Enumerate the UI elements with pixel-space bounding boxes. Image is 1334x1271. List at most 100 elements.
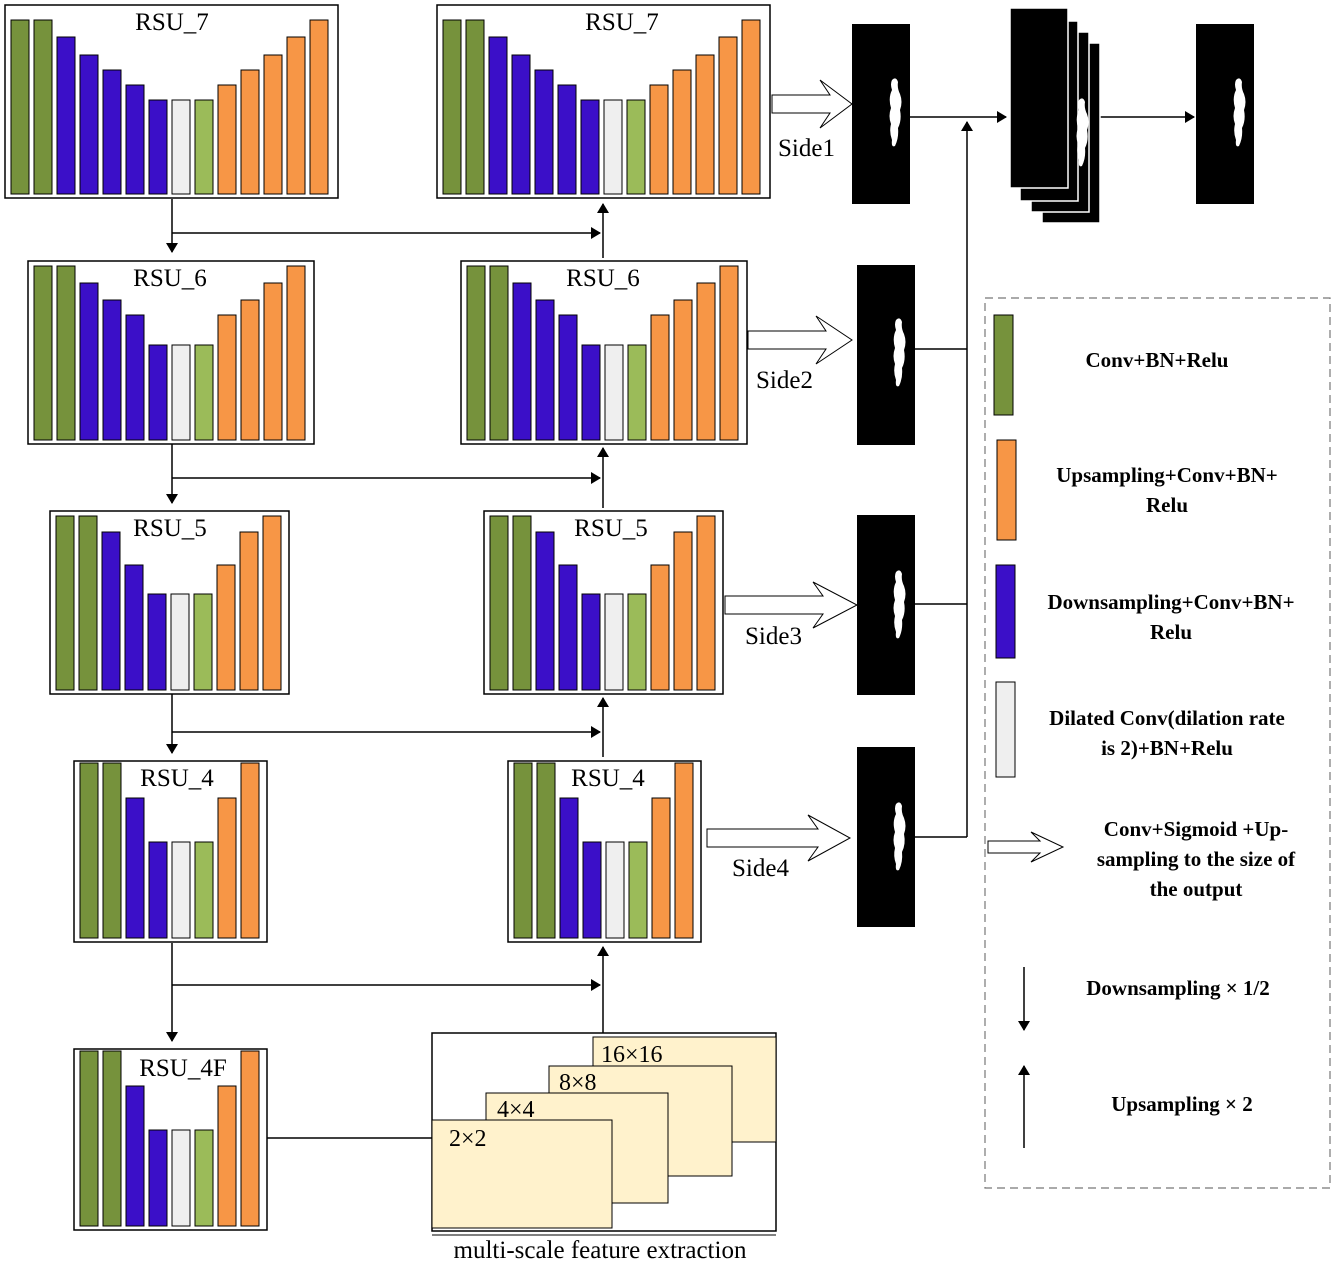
encoder-rsu6-label: RSU_6 — [133, 265, 207, 292]
encoder-rsu4-layer-1 — [79, 762, 99, 939]
decoder-rsu6-layer-2 — [489, 265, 509, 441]
fused-map-stack — [1009, 7, 1101, 224]
decoder-rsu7-layer-7 — [580, 99, 600, 195]
decoder-rsu5-layer-1 — [489, 515, 509, 691]
decoder-rsu6-layer-4 — [535, 299, 555, 441]
legend-conv-text: Conv+BN+Relu — [1086, 348, 1229, 372]
rsu-labels: RSU_7 RSU_7 RSU_6 RSU_6 RSU_5 RSU_5 RSU_… — [133, 9, 659, 1082]
encoder-rsu7-block — [4, 4, 339, 199]
encoder-rsu5-layer-10 — [262, 515, 282, 691]
legend-up-text-2: Relu — [1146, 493, 1188, 517]
decoder-rsu5-layer-3 — [535, 531, 555, 691]
encoder-rsu6-layer-10 — [240, 299, 260, 441]
decoder-rsu5-label: RSU_5 — [574, 515, 648, 542]
decoder-rsu6-layer-5 — [558, 314, 578, 441]
decoder-rsu5-layer-2 — [512, 515, 532, 691]
decoder-rsu5-layer-10 — [696, 515, 716, 691]
scale-2-card — [431, 1119, 613, 1229]
encoder-rsu4f-block — [73, 1048, 268, 1231]
side4-arrow-icon — [706, 814, 852, 862]
encoder-rsu4-layer-8 — [240, 762, 260, 939]
side-output-arrows — [706, 79, 859, 862]
decoder-rsu7-layer-2 — [465, 19, 485, 195]
encoder-rsu5-layer-5 — [147, 593, 167, 691]
legend-side-arrow-icon — [987, 831, 1065, 863]
side3-silhouette-icon — [893, 570, 906, 639]
encoder-rsu4-layer-7 — [217, 797, 237, 939]
scale-16-label: 16×16 — [601, 1042, 663, 1068]
decoder-rsu6-layer-10 — [673, 299, 693, 441]
encoder-rsu4-layer-3 — [125, 797, 145, 939]
decoder-rsu7-layer-13 — [718, 36, 738, 195]
scale-8-label: 8×8 — [559, 1070, 597, 1096]
legend-upsample-text: Upsampling × 2 — [1111, 1092, 1253, 1116]
encoder-rsu7-layer-4 — [79, 54, 99, 195]
decoder-rsu5-layer-7 — [627, 593, 647, 691]
encoder-rsu6-layer-4 — [102, 299, 122, 441]
encoder-rsu5-label: RSU_5 — [133, 515, 207, 542]
decoder-rsu5-layer-5 — [581, 593, 601, 691]
legend-down-text-2: Relu — [1150, 620, 1192, 644]
encoder-rsu4f-layer-4 — [148, 1129, 168, 1227]
decoder-rsu4-layer-2 — [536, 762, 556, 939]
encoder-rsu5-layer-6 — [170, 593, 190, 691]
side4-map — [857, 747, 915, 927]
encoder-rsu7-layer-6 — [125, 84, 145, 195]
decoder-rsu4-layer-4 — [582, 841, 602, 939]
decoder-rsu7-layer-3 — [488, 36, 508, 195]
decoder-rsu5-layer-6 — [604, 593, 624, 691]
encoder-rsu7-layer-1 — [10, 19, 30, 195]
decoder-rsu7-layer-4 — [511, 54, 531, 195]
encoder-rsu4-label: RSU_4 — [140, 765, 214, 792]
encoder-rsu6-layer-1 — [33, 265, 53, 441]
decoder-rsu7-layer-14 — [741, 19, 761, 195]
encoder-rsu4f-layer-2 — [102, 1050, 122, 1227]
encoder-rsu5-layer-7 — [193, 593, 213, 691]
encoder-rsu7-layer-9 — [194, 99, 214, 195]
legend-conv-swatch — [993, 314, 1014, 416]
encoder-rsu7-layer-3 — [56, 36, 76, 195]
encoder-rsu5-layer-8 — [216, 564, 236, 691]
encoder-rsu7-layer-11 — [240, 69, 260, 195]
decoder-rsu6-layer-9 — [650, 314, 670, 441]
encoder-rsu4-layer-4 — [148, 841, 168, 939]
side4-silhouette-icon — [893, 802, 906, 871]
side3-label: Side3 — [745, 623, 802, 650]
decoder-rsu6-layer-8 — [627, 344, 647, 441]
decoder-rsu6-layer-12 — [719, 265, 739, 441]
encoder-rsu4f-layer-8 — [240, 1050, 260, 1227]
decoder-rsu4-layer-7 — [651, 797, 671, 939]
decoder-rsu4-layer-5 — [605, 841, 625, 939]
decoder-rsu5-layer-4 — [558, 564, 578, 691]
encoder-rsu5-block — [49, 510, 290, 695]
decoder-rsu7-block — [436, 4, 771, 199]
encoder-rsu5-layer-1 — [55, 515, 75, 691]
decoder-rsu7-layer-10 — [649, 84, 669, 195]
decoder-rsu4-block — [507, 760, 702, 943]
final-output-map — [1196, 24, 1254, 204]
decoder-rsu6-layer-1 — [466, 265, 486, 441]
encoder-rsu6-block — [27, 260, 315, 445]
decoder-rsu7-layer-9 — [626, 99, 646, 195]
legend-frame — [984, 297, 1331, 1189]
multiscale-caption: multi-scale feature extraction — [454, 1237, 747, 1264]
encoder-rsu7-layer-7 — [148, 99, 168, 195]
encoder-rsu6-layer-5 — [125, 314, 145, 441]
legend-up-text-1: Upsampling+Conv+BN+ — [1056, 463, 1277, 487]
side3-map — [857, 515, 915, 695]
side-labels: Side1 Side2 Side3 Side4 — [732, 135, 835, 882]
encoder-rsu7-layer-13 — [286, 36, 306, 195]
legend-dilated-text-1: Dilated Conv(dilation rate — [1049, 706, 1285, 730]
side1-arrow-icon — [771, 79, 853, 129]
encoder-rsu4f-layer-6 — [194, 1129, 214, 1227]
encoder-rsu4f-layer-5 — [171, 1129, 191, 1227]
encoder-rsu4-layer-5 — [171, 841, 191, 939]
encoder-rsu6-layer-12 — [286, 265, 306, 441]
fused-silhouette-icon — [1076, 98, 1089, 167]
side2-arrow-icon — [747, 315, 853, 365]
legend-dilated-text-2: is 2)+BN+Relu — [1101, 736, 1233, 760]
decoder-rsu6-layer-6 — [581, 344, 601, 441]
side2-silhouette-icon — [893, 318, 906, 387]
encoder-rsu6-layer-7 — [171, 344, 191, 441]
encoder-rsu6-layer-9 — [217, 314, 237, 441]
